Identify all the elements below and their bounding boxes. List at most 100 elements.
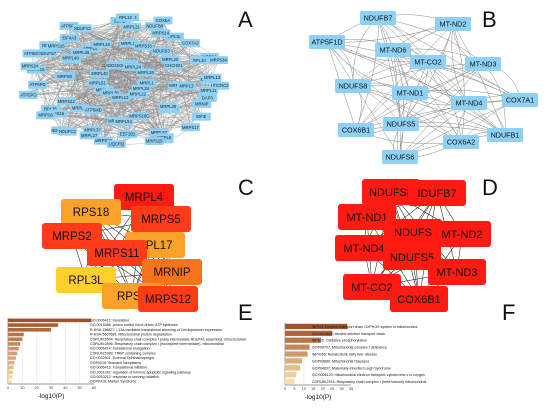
node-label: MRPL1 — [140, 81, 155, 86]
node-box — [382, 150, 418, 164]
bar — [8, 356, 16, 360]
bar-category-label: CORUM:2896: Respiratory chain complex I … — [90, 342, 224, 346]
node-box — [36, 111, 56, 120]
node-label: RPL35 — [44, 107, 57, 112]
network-node: MRPL51 — [88, 78, 108, 87]
node-label: MRPS33 — [135, 44, 152, 49]
node-box — [88, 78, 108, 87]
node-box — [410, 55, 446, 69]
bar — [8, 375, 13, 379]
node-box — [38, 49, 58, 58]
network-node: MT-ND6 — [375, 43, 411, 57]
node-label: COX6B1 — [342, 126, 370, 135]
network-edge — [452, 23, 506, 136]
node-label: MRPS14 — [152, 31, 169, 36]
bar-category-label: GO:0006412: translation — [90, 318, 129, 322]
network-edge — [452, 23, 465, 143]
network-node: MRPL20 — [160, 55, 180, 64]
network-edge — [57, 113, 155, 142]
network-node: COX6B1 — [390, 286, 448, 312]
node-box — [105, 61, 125, 70]
network-node: NDUFV2 — [72, 24, 92, 33]
node-box — [151, 29, 171, 38]
node-label: RPS16 — [51, 111, 65, 116]
bar — [8, 379, 12, 384]
network-edge — [377, 17, 402, 125]
network-node: MT-ND4 — [335, 235, 393, 261]
node-label: MRPL9 — [157, 135, 172, 140]
node-box — [122, 22, 142, 31]
panel-letter-f: F — [502, 300, 515, 325]
node-label: MRPS23 — [95, 138, 112, 143]
network-node: EEF1B2 — [118, 130, 138, 139]
node-box — [208, 56, 228, 65]
node-box — [133, 42, 153, 51]
network-node: MT-CO2 — [410, 55, 446, 69]
node-label: MT-ND2 — [440, 20, 467, 29]
node-label: MRPS9 — [57, 74, 72, 79]
node-label: MRPL57 — [151, 130, 168, 135]
network-node: COX7A2 — [180, 39, 200, 48]
x-axis-label: -log10(P) — [38, 393, 65, 400]
panel-letter-e: E — [238, 300, 253, 325]
network-node: MRPS22 — [56, 97, 76, 106]
node-label: MRPL27 — [81, 133, 98, 138]
node-box — [106, 140, 126, 149]
node-label: MT-ND1 — [397, 89, 424, 98]
node-box — [192, 99, 212, 108]
node-label: MRPL14 — [72, 106, 89, 111]
node-box — [56, 267, 116, 293]
network-node: MRPL38 — [158, 102, 178, 111]
node-label: MRPS17 — [182, 125, 199, 130]
network-node: MRPL24 — [123, 63, 143, 72]
node-box — [160, 55, 180, 64]
network-edge — [92, 36, 175, 131]
x-axis-label: -log10(P) — [305, 394, 332, 401]
node-box — [20, 62, 40, 71]
node-box — [144, 137, 164, 146]
bar-category-label: WP623: Oxidative phosphorylation — [312, 339, 367, 343]
bar — [285, 351, 308, 357]
bar — [285, 365, 301, 371]
network-edge — [28, 38, 70, 96]
network-node: MRPS17 — [180, 123, 200, 132]
node-label: MRPS22 — [58, 99, 75, 104]
network-node: MRPS25 — [144, 137, 164, 146]
bar — [285, 330, 333, 336]
node-label: RPL10 — [193, 58, 206, 63]
node-label: MRPS2 — [52, 231, 92, 243]
node-label: MRPS12 — [145, 294, 191, 306]
network-edge — [377, 17, 506, 136]
node-box — [465, 57, 501, 71]
network-node: MRPL4 — [114, 184, 174, 210]
network-edge — [160, 33, 191, 128]
network-edge — [392, 49, 506, 136]
node-box — [362, 179, 420, 205]
network-node: NDUFB3 — [151, 46, 171, 55]
bar-category-label: WP111: Electron transport chain OXPHOS s… — [312, 325, 417, 329]
network-edge — [326, 41, 462, 143]
x-tick-label: 30 — [339, 387, 343, 391]
network-node: UQCRQ — [106, 140, 126, 149]
node-label: MRPL24 — [125, 65, 142, 70]
bar — [8, 360, 15, 365]
network-node: MT-ND2 — [433, 221, 491, 247]
network-edge — [69, 37, 191, 44]
bar-category-label: GO:0006413: Translational initiation — [90, 366, 147, 370]
bar — [285, 323, 348, 330]
node-label: MRPL22 — [130, 92, 147, 97]
network-node: MRPL54 — [114, 117, 134, 126]
node-label: UQCRC2 — [211, 83, 229, 88]
node-box — [114, 184, 174, 210]
network-node: NDUFS8 — [362, 179, 420, 205]
node-label: MRPL20 — [162, 57, 179, 62]
node-box — [433, 221, 491, 247]
node-label: RPL18 — [119, 15, 132, 20]
node-box — [309, 35, 345, 49]
bar-category-label: GOP04880: Mitochondrial Diseases — [312, 359, 369, 363]
node-box — [56, 97, 76, 106]
node-label: IDUFB7 — [417, 188, 456, 200]
network-node: MRPS33 — [133, 42, 153, 51]
